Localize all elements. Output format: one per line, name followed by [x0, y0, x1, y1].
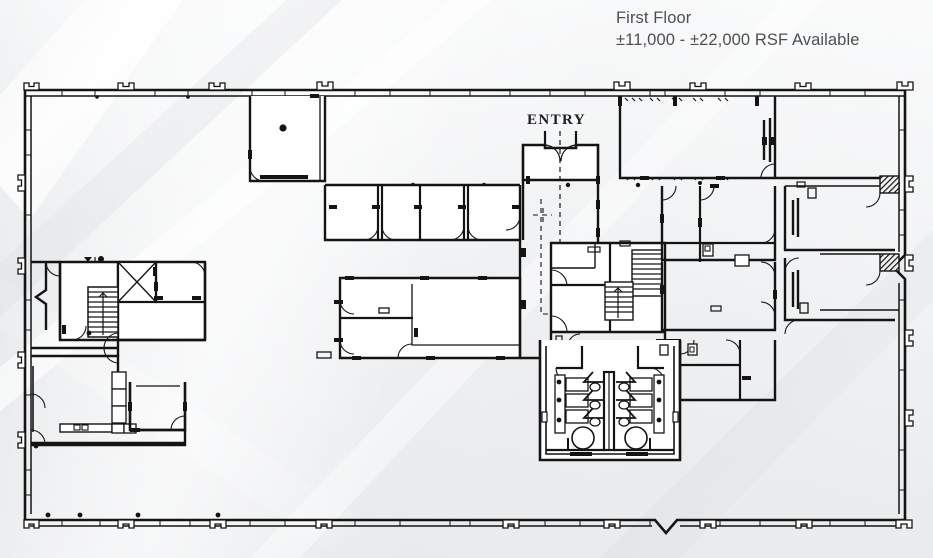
entry-vestibule — [521, 131, 600, 332]
mechanical-shaft — [879, 175, 900, 194]
central-corridor — [518, 180, 600, 358]
lobby-dashed-boundary — [533, 199, 566, 315]
mullion-ticks — [25, 90, 905, 526]
east-office-cluster — [660, 184, 777, 267]
restroom-block — [538, 340, 682, 462]
ceiling-fixture — [279, 124, 287, 132]
east-lower-suite — [678, 339, 777, 402]
building-core — [549, 240, 667, 334]
availability-text: ±11,000 - ±22,000 RSF Available — [616, 30, 860, 49]
far-east-rooms — [783, 175, 900, 335]
central-office-block — [316, 276, 522, 360]
west-core — [45, 256, 207, 342]
misc-fixtures — [521, 96, 759, 309]
northeast-suite — [618, 96, 895, 188]
window-marks — [624, 97, 729, 181]
corridor-ticks — [526, 176, 600, 184]
core-stair — [604, 249, 663, 321]
title-block: First Floor ±11,000 - ±22,000 RSF Availa… — [616, 8, 916, 52]
elevator-shaft — [116, 260, 158, 304]
southwest-suite — [30, 354, 187, 447]
mechanical-shaft — [879, 253, 900, 272]
floor-title: First Floor — [616, 9, 692, 27]
east-office-lower — [660, 261, 777, 332]
entry-label: ENTRY — [527, 112, 586, 128]
northwest-office — [248, 94, 327, 183]
north-office-strip — [323, 183, 522, 242]
west-stair — [87, 286, 119, 338]
pilasters — [17, 81, 914, 529]
